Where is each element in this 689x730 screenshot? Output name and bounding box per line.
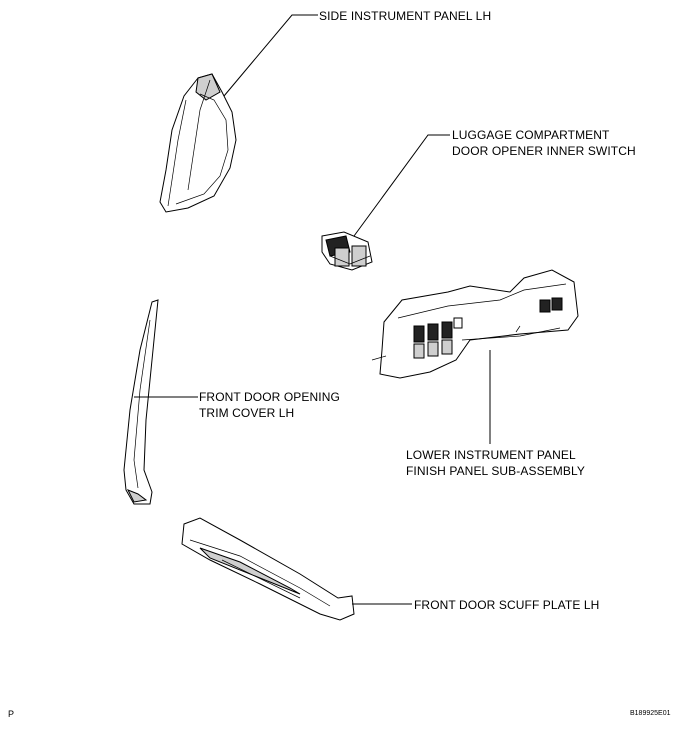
lower-instrument-panel-part [371,269,579,379]
label-scuff-plate: FRONT DOOR SCUFF PLATE LH [414,598,600,612]
front-door-scuff-plate-part [181,517,355,621]
footer-left-mark: P [8,709,15,719]
side-instrument-panel-part [159,73,237,213]
label-lower-panel-line2: FINISH PANEL SUB-ASSEMBLY [406,464,585,478]
label-lower-panel-line1: LOWER INSTRUMENT PANEL [406,448,576,462]
front-door-trim-cover-part [123,299,159,505]
luggage-opener-switch-part [321,231,373,271]
leader-luggage-switch [353,134,450,237]
label-front-door-trim-line2: TRIM COVER LH [199,406,295,420]
leader-side-panel [223,14,318,97]
figure-code: B189925E01 [630,710,671,717]
label-luggage-switch-line1: LUGGAGE COMPARTMENT [452,128,610,142]
label-side-instrument-panel: SIDE INSTRUMENT PANEL LH [319,9,492,23]
label-front-door-trim-line1: FRONT DOOR OPENING [199,390,340,404]
label-luggage-switch-line2: DOOR OPENER INNER SWITCH [452,144,636,158]
